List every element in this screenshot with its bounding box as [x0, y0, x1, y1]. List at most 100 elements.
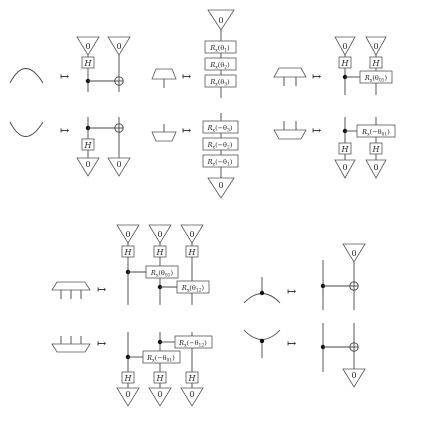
svg-text:0: 0 [157, 230, 162, 239]
maps-to-arrow: ↦ [97, 337, 107, 350]
measure-triangle: 0 [76, 157, 100, 177]
controlled-ry-gate: Rx(θ01) [145, 265, 179, 279]
svg-text:H: H [188, 248, 197, 257]
cnot-target [349, 281, 359, 291]
svg-text:0: 0 [125, 390, 130, 399]
svg-text:Rx(−θ12): Rx(−θ12) [178, 339, 207, 349]
svg-text:Rx(θ3): Rx(θ3) [209, 78, 230, 88]
hadamard-gate: H [338, 56, 352, 69]
svg-text:0: 0 [342, 163, 347, 172]
cap-shape [9, 68, 44, 84]
measure-triangle: 0 [107, 157, 131, 177]
svg-text:0: 0 [116, 160, 121, 169]
hadamard-gate: H [369, 142, 383, 155]
junction-dot [259, 290, 265, 296]
measure-triangle: 0 [148, 387, 172, 407]
svg-text:Rx(θ01): Rx(θ01) [150, 269, 174, 279]
svg-text:0: 0 [157, 390, 162, 399]
state-prep-triangle: 0 [148, 224, 172, 244]
svg-text:Rx(θ01): Rx(θ01) [364, 74, 388, 84]
hadamard-gate: H [121, 245, 135, 258]
svg-text:H: H [372, 145, 381, 154]
maps-to-arrow: ↦ [312, 70, 322, 83]
svg-text:0: 0 [218, 16, 223, 25]
controlled-ry-gate: Rx(−θ01) [142, 350, 181, 364]
state-prep-triangle: 0 [342, 243, 366, 263]
ry-gate: Rx(−θ2) [202, 137, 239, 151]
junction-dot [259, 338, 265, 344]
svg-text:0: 0 [342, 42, 347, 51]
inverted-trapezoid-shape [273, 129, 307, 140]
maps-to-arrow: ↦ [182, 70, 192, 83]
hadamard-gate: H [81, 56, 95, 69]
svg-text:Rx(−θ3): Rx(−θ3) [207, 124, 233, 134]
svg-text:0: 0 [116, 42, 121, 51]
svg-text:H: H [341, 59, 350, 68]
maps-to-arrow: ↦ [182, 124, 192, 137]
measure-triangle: 0 [180, 387, 204, 407]
hadamard-gate: H [369, 56, 383, 69]
svg-text:0: 0 [85, 42, 90, 51]
maps-to-arrow: ↦ [97, 283, 107, 296]
split-shape [243, 329, 281, 340]
ry-gate: Rx(θ2) [204, 57, 237, 71]
svg-text:0: 0 [125, 230, 130, 239]
state-prep-triangle: 0 [207, 9, 235, 31]
cnot-target [349, 342, 359, 352]
hadamard-gate: H [121, 371, 135, 384]
state-prep-triangle: 0 [334, 36, 356, 56]
svg-text:Rx(−θ2): Rx(−θ2) [207, 141, 233, 151]
cnot-target [114, 76, 124, 86]
svg-text:0: 0 [85, 160, 90, 169]
svg-text:H: H [341, 145, 350, 154]
trapezoid-shape [273, 67, 307, 78]
trapezoid-shape [151, 68, 177, 80]
svg-text:H: H [84, 141, 93, 150]
measure-triangle: 0 [342, 368, 366, 388]
state-prep-triangle: 0 [76, 36, 100, 56]
state-prep-triangle: 0 [365, 36, 387, 56]
svg-text:Rx(θ2): Rx(θ2) [209, 61, 230, 71]
hadamard-gate: H [153, 371, 167, 384]
maps-to-arrow: ↦ [312, 124, 322, 137]
svg-text:Rx(−θ1): Rx(−θ1) [207, 158, 233, 168]
state-prep-triangle: 0 [180, 224, 204, 244]
hadamard-gate: H [185, 371, 199, 384]
inverted-trapezoid-shape [151, 131, 177, 142]
controlled-ry-gate: Rx(θ01) [359, 70, 393, 84]
trapezoid-shape [51, 281, 91, 291]
ry-gate: Rx(θ1) [204, 40, 237, 54]
svg-text:Rx(−θ01): Rx(−θ01) [361, 128, 390, 138]
svg-text:0: 0 [218, 181, 223, 190]
svg-text:0: 0 [351, 249, 356, 258]
ry-gate: Rx(−θ3) [202, 120, 239, 134]
hadamard-gate: H [81, 138, 95, 151]
svg-text:H: H [188, 374, 197, 383]
state-prep-triangle: 0 [116, 224, 140, 244]
controlled-ry-gate: Rx(−θ12) [174, 335, 213, 349]
ry-gate: Rx(−θ1) [202, 154, 239, 168]
measure-triangle: 0 [365, 159, 387, 179]
state-prep-triangle: 0 [107, 36, 131, 56]
maps-to-arrow: ↦ [60, 70, 70, 83]
measure-triangle: 0 [334, 159, 356, 179]
inverted-trapezoid-shape [51, 343, 91, 353]
svg-text:0: 0 [373, 163, 378, 172]
svg-text:H: H [156, 248, 165, 257]
svg-text:0: 0 [189, 230, 194, 239]
maps-to-arrow: ↦ [287, 285, 297, 298]
maps-to-arrow: ↦ [60, 124, 70, 137]
maps-to-arrow: ↦ [287, 337, 297, 350]
measure-triangle: 0 [116, 387, 140, 407]
svg-text:H: H [124, 374, 133, 383]
svg-text:Rx(−θ01): Rx(−θ01) [146, 354, 175, 364]
svg-text:0: 0 [189, 390, 194, 399]
hadamard-gate: H [185, 245, 199, 258]
svg-text:H: H [156, 374, 165, 383]
cup-shape [9, 121, 44, 137]
cnot-target [114, 123, 124, 133]
svg-text:Rx(θ12): Rx(θ12) [181, 284, 205, 294]
svg-text:H: H [372, 59, 381, 68]
svg-text:H: H [84, 59, 93, 68]
